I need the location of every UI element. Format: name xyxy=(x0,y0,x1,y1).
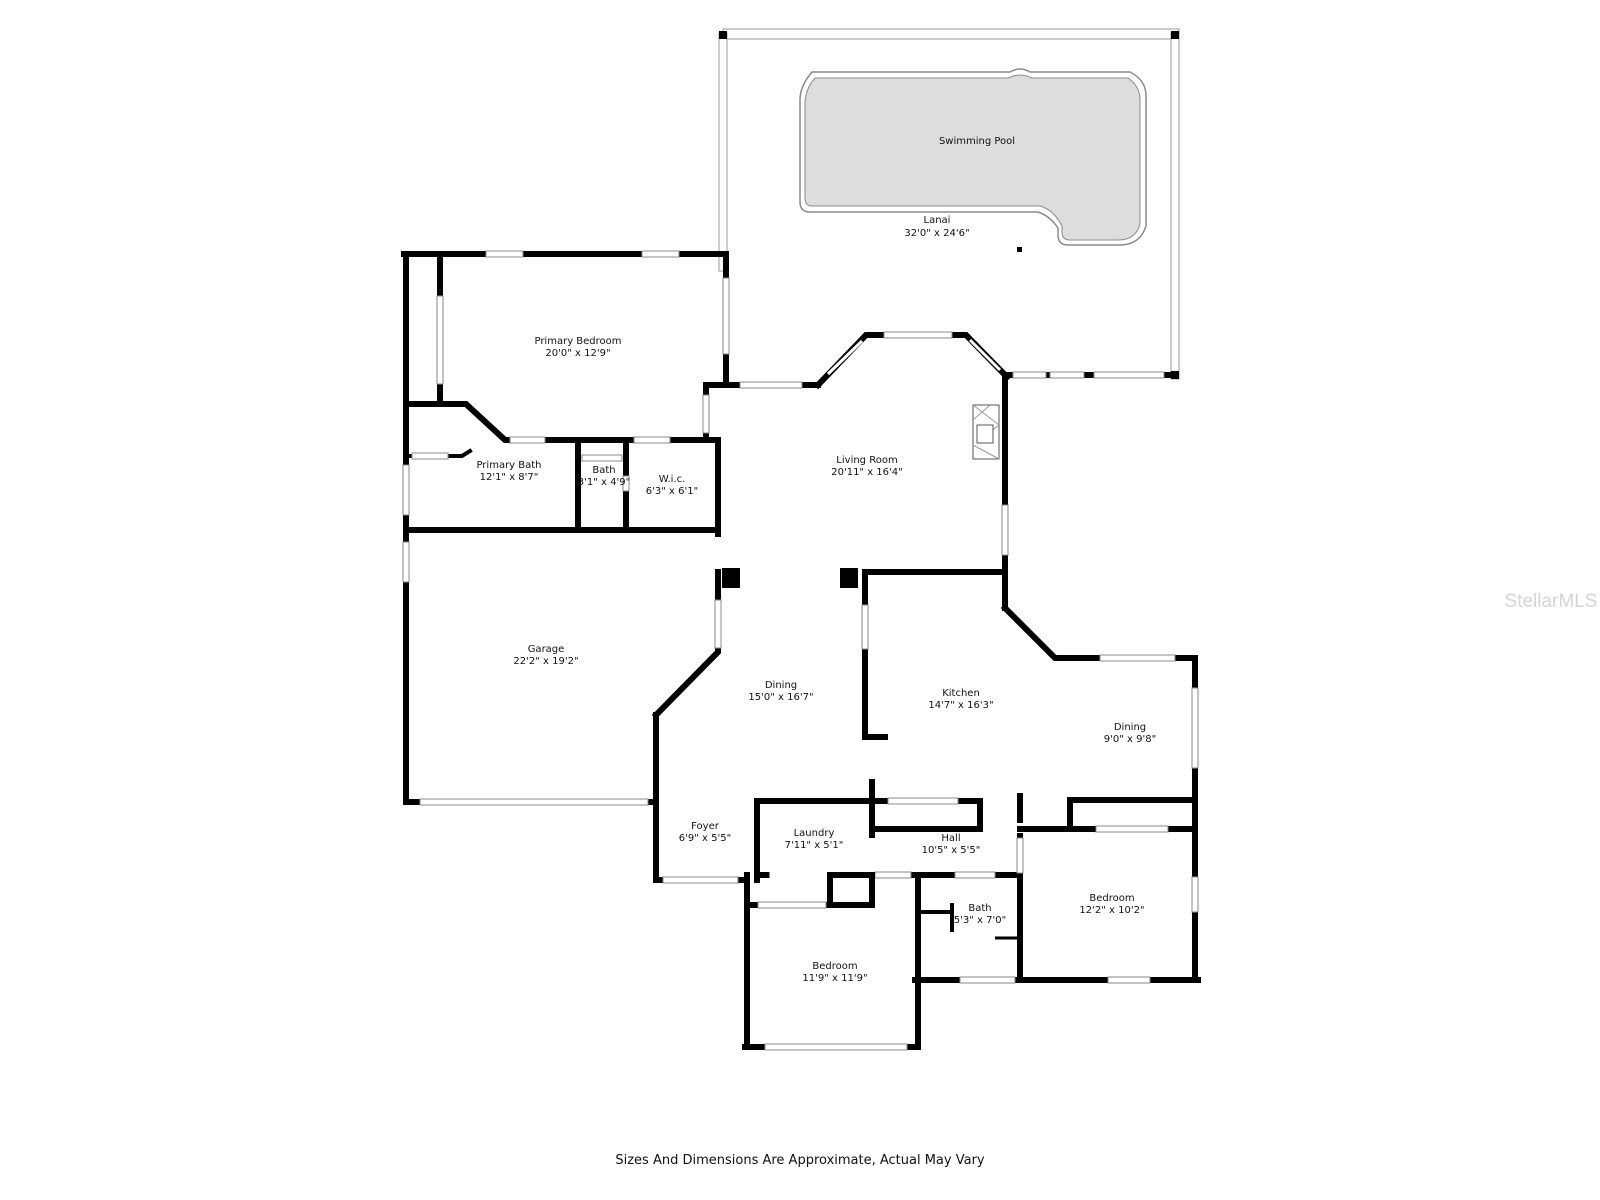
pool-label: Swimming Pool xyxy=(939,136,1015,147)
bedroom-right-size: 12'2" x 10'2" xyxy=(1079,905,1144,916)
exterior-walls xyxy=(401,250,1201,1051)
footer-note: Sizes And Dimensions Are Approximate, Ac… xyxy=(615,1153,985,1168)
dining-main-size: 15'0" x 16'7" xyxy=(748,692,813,703)
hall-label: Hall xyxy=(941,833,960,844)
primary-bath-label: Primary Bath xyxy=(476,460,541,471)
bedroom-right-label: Bedroom xyxy=(1089,893,1134,904)
hall-size: 10'5" x 5'5" xyxy=(922,845,981,856)
interior-walls xyxy=(403,401,1198,983)
garage-label: Garage xyxy=(528,644,565,655)
swimming-pool xyxy=(799,68,1147,246)
bath-small-size: 3'1" x 4'9" xyxy=(578,477,630,488)
bedroom-bottom-size: 11'9" x 11'9" xyxy=(802,973,867,984)
laundry-size: 7'11" x 5'1" xyxy=(785,840,844,851)
living-room-label: Living Room xyxy=(836,455,897,466)
living-room-size: 20'11" x 16'4" xyxy=(831,467,903,478)
bath-hall-size: 5'3" x 7'0" xyxy=(954,915,1006,926)
laundry-label: Laundry xyxy=(794,828,835,839)
foyer-label: Foyer xyxy=(691,821,720,832)
foyer-size: 6'9" x 5'5" xyxy=(679,833,731,844)
dining-main-label: Dining xyxy=(765,680,797,691)
primary-bedroom-size: 20'0" x 12'9" xyxy=(545,348,610,359)
kitchen-size: 14'7" x 16'3" xyxy=(928,700,993,711)
wic-size: 6'3" x 6'1" xyxy=(646,486,698,497)
garage-size: 22'2" x 19'2" xyxy=(513,656,578,667)
dining-nook-label: Dining xyxy=(1114,722,1146,733)
bedroom-bottom-label: Bedroom xyxy=(812,961,857,972)
primary-bedroom-label: Primary Bedroom xyxy=(534,336,621,347)
wic-label: W.i.c. xyxy=(659,474,686,485)
lanai-label: Lanai xyxy=(924,215,951,226)
primary-bath-size: 12'1" x 8'7" xyxy=(480,472,539,483)
kitchen-label: Kitchen xyxy=(942,688,980,699)
lanai-size: 32'0" x 24'6" xyxy=(904,228,969,239)
bath-small-label: Bath xyxy=(592,465,615,476)
lanai-post xyxy=(1017,247,1022,252)
watermark: StellarMLS xyxy=(1505,591,1598,612)
lanai-enclosure xyxy=(718,28,1180,380)
dining-nook-size: 9'0" x 9'8" xyxy=(1104,734,1156,745)
bath-hall-label: Bath xyxy=(968,903,991,914)
